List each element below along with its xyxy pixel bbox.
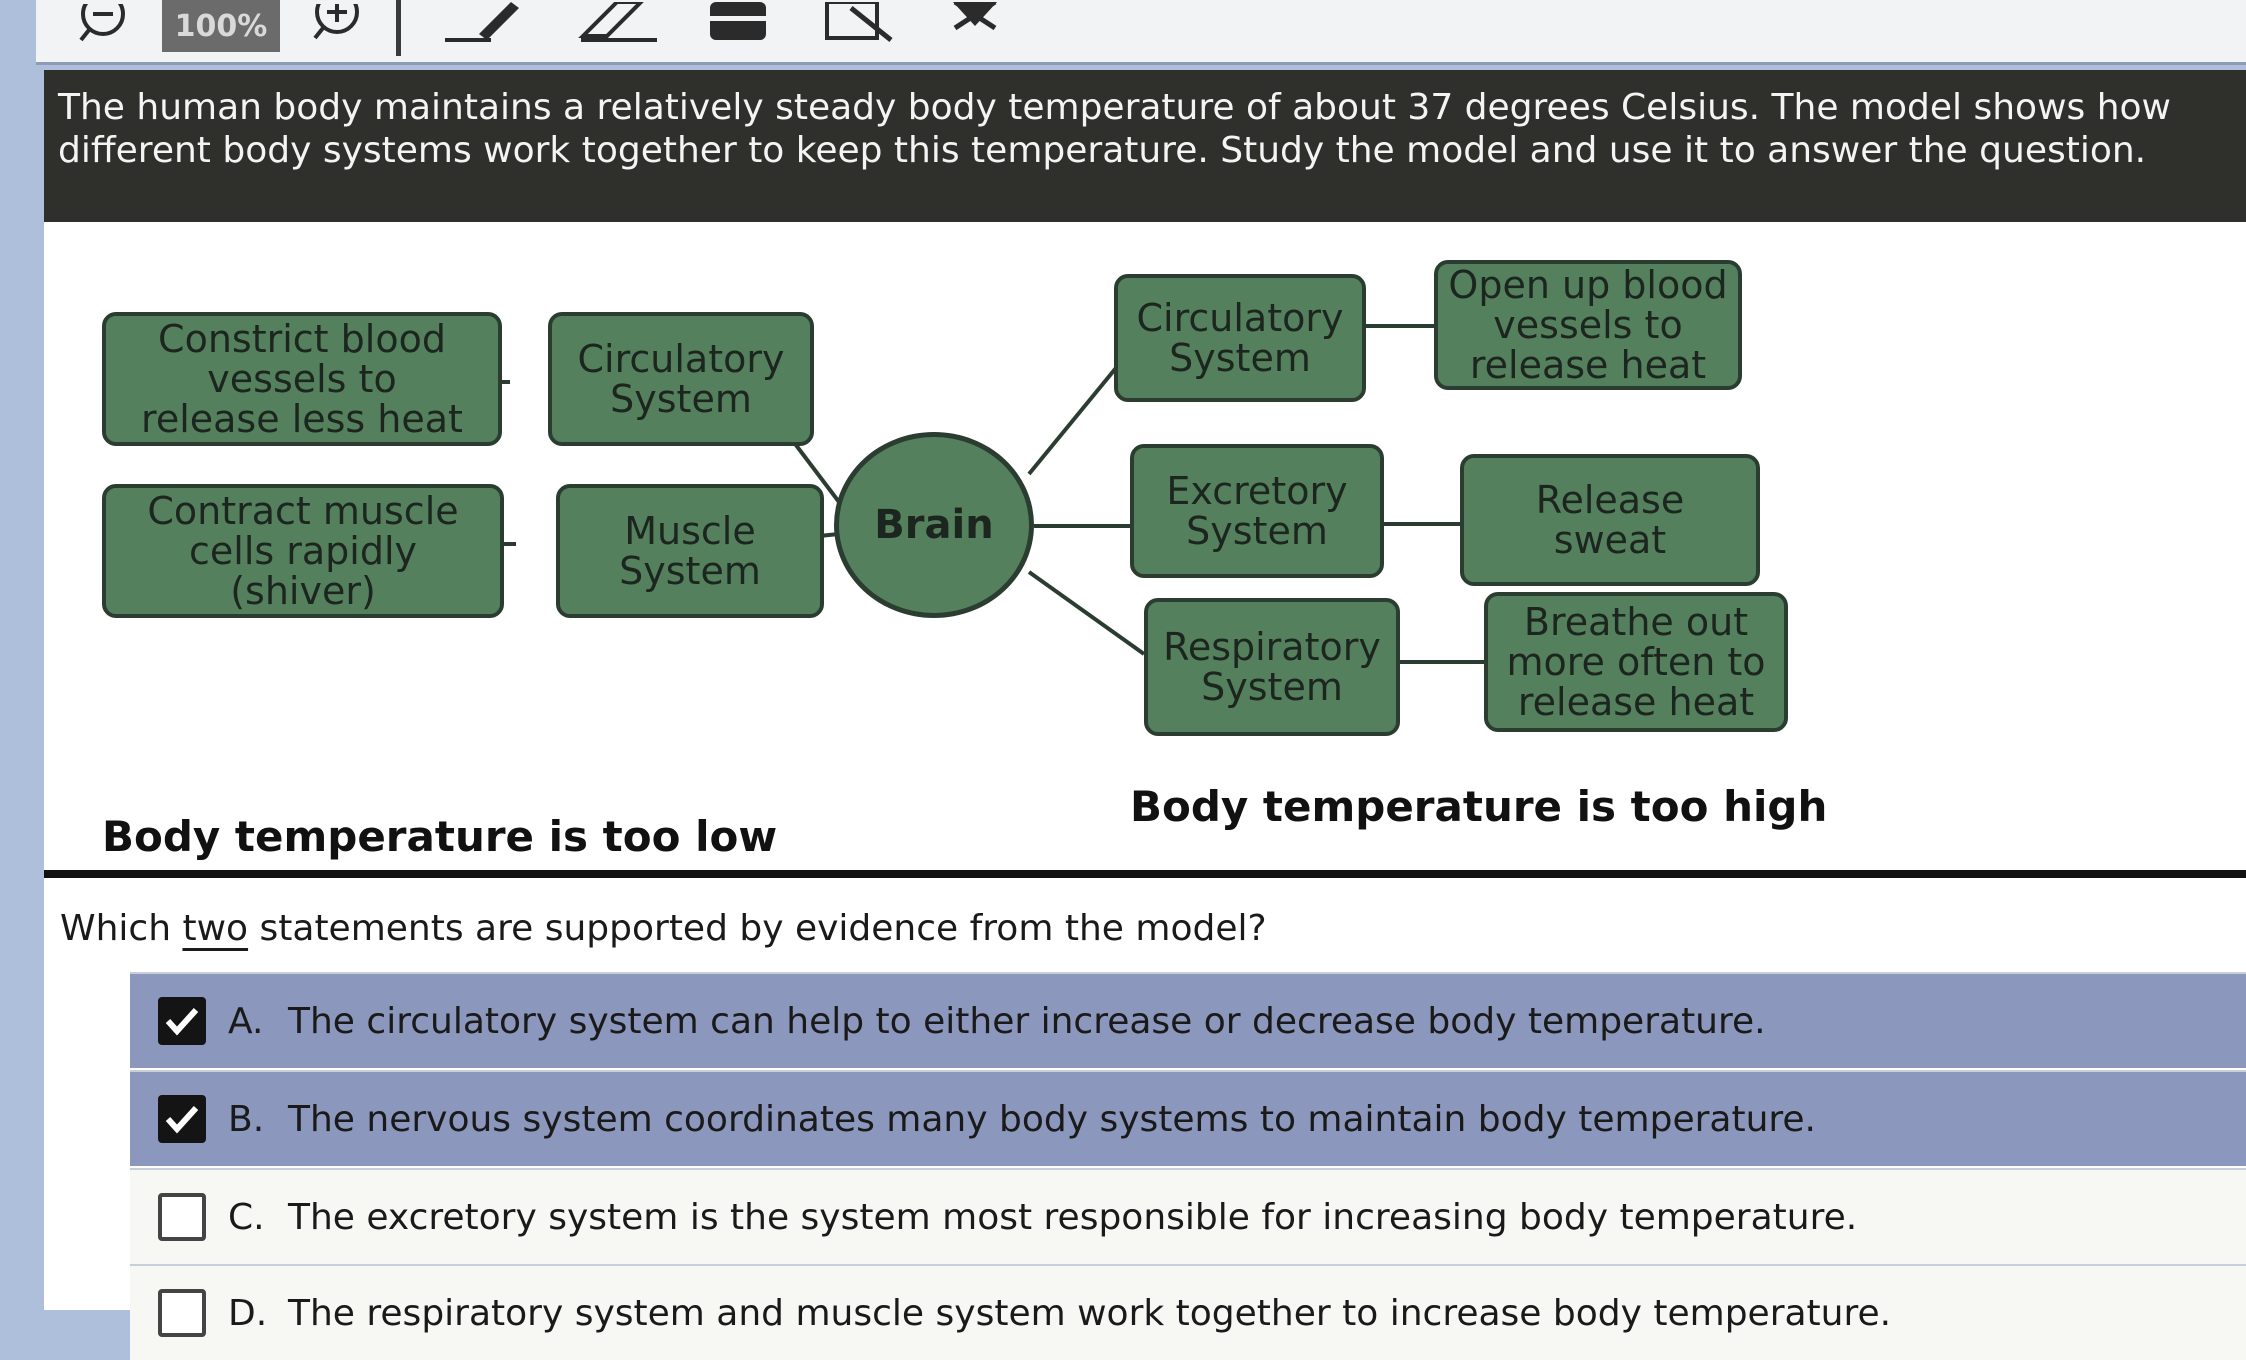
action-shiver: Contract muscle cells rapidly (shiver) <box>102 484 504 618</box>
checkbox-empty-icon[interactable] <box>158 1193 206 1241</box>
option-text: The circulatory system can help to eithe… <box>288 1000 1766 1042</box>
zoom-out-icon[interactable] <box>74 0 134 48</box>
annotate-icon[interactable] <box>806 0 916 48</box>
body-temperature-model: Constrict blood vessels to release less … <box>44 222 2246 892</box>
high-circulatory-system: Circulatory System <box>1114 274 1366 402</box>
action-release-sweat: Release sweat <box>1460 454 1760 586</box>
option-letter: C. <box>228 1196 265 1238</box>
answer-option-d[interactable]: D. The respiratory system and muscle sys… <box>130 1264 2246 1360</box>
brain-node: Brain <box>834 432 1034 618</box>
intro-text: The human body maintains a relatively st… <box>44 70 2246 222</box>
question-emphasis: two <box>182 908 249 949</box>
option-letter: B. <box>228 1098 265 1140</box>
low-circulatory-system: Circulatory System <box>548 312 814 446</box>
option-text: The excretory system is the system most … <box>288 1196 1858 1238</box>
eraser-icon[interactable] <box>556 0 666 48</box>
question-suffix: statements are supported by evidence fro… <box>248 908 1267 949</box>
high-excretory-system: Excretory System <box>1130 444 1384 578</box>
question-prefix: Which <box>60 908 183 949</box>
option-text: The respiratory system and muscle system… <box>288 1292 1892 1334</box>
answer-option-a[interactable]: A. The circulatory system can help to ei… <box>130 972 2246 1068</box>
low-muscle-system: Muscle System <box>556 484 824 618</box>
toolbar: 100% <box>36 0 2246 65</box>
high-respiratory-system: Respiratory System <box>1144 598 1400 736</box>
action-open-vessels: Open up blood vessels to release heat <box>1434 260 1742 390</box>
option-text: The nervous system coordinates many body… <box>288 1098 1816 1140</box>
diagram-divider <box>44 870 2246 878</box>
action-breathe-out: Breathe out more often to release heat <box>1484 592 1788 732</box>
highlighter-icon[interactable] <box>692 0 782 48</box>
question-prompt: Which two statements are supported by ev… <box>60 908 1267 949</box>
zoom-in-icon[interactable] <box>306 0 366 48</box>
action-constrict-vessels: Constrict blood vessels to release less … <box>102 312 502 446</box>
answer-option-c[interactable]: C. The excretory system is the system mo… <box>130 1168 2246 1264</box>
pen-icon[interactable] <box>426 0 526 48</box>
question-panel: The human body maintains a relatively st… <box>44 70 2246 1360</box>
caption-too-high: Body temperature is too high <box>1130 782 1828 831</box>
close-icon[interactable] <box>936 0 1016 48</box>
checkbox-empty-icon[interactable] <box>158 1289 206 1337</box>
option-letter: A. <box>228 1000 264 1042</box>
zoom-level[interactable]: 100% <box>162 0 280 52</box>
checkbox-checked-icon[interactable] <box>158 997 206 1045</box>
caption-too-low: Body temperature is too low <box>102 812 778 861</box>
checkbox-checked-icon[interactable] <box>158 1095 206 1143</box>
option-letter: D. <box>228 1292 268 1334</box>
toolbar-separator <box>396 0 401 56</box>
answer-option-b[interactable]: B. The nervous system coordinates many b… <box>130 1070 2246 1166</box>
